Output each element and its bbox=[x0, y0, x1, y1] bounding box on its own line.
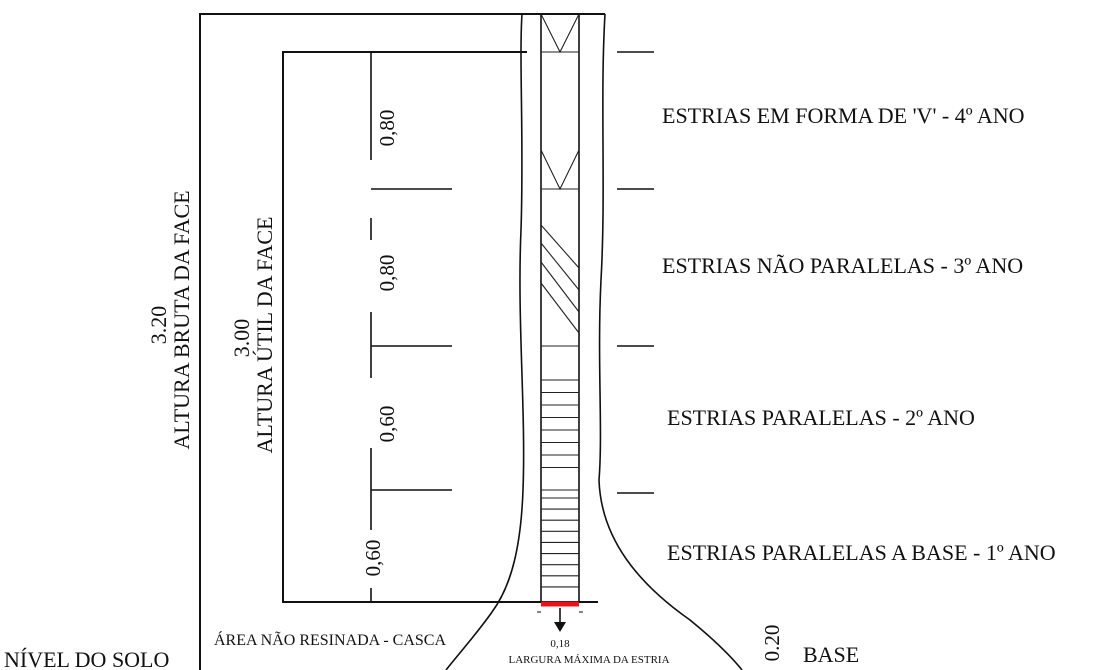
trunk-left-edge bbox=[445, 13, 525, 670]
v-grooves bbox=[540, 13, 580, 191]
ground-level-label: NÍVEL DO SOLO bbox=[4, 647, 169, 670]
stage-label-3: ESTRIAS NÃO PARALELAS - 3º ANO bbox=[662, 253, 1023, 278]
stage-label-2: ESTRIAS PARALELAS - 2º ANO bbox=[667, 405, 975, 430]
tree-trunk-outline bbox=[445, 13, 743, 670]
useful-height-frame bbox=[282, 51, 598, 603]
segment-value-3: 0,80 bbox=[375, 255, 399, 292]
useful-height-label: ALTURA ÚTIL DA FACE bbox=[252, 217, 277, 454]
width-value: 0,18 bbox=[550, 638, 570, 650]
non-parallel-grooves bbox=[540, 224, 580, 334]
width-arrowhead bbox=[554, 622, 566, 632]
useful-height-value: 3.00 bbox=[229, 319, 254, 358]
gross-height-label: ALTURA BRUTA DA FACE bbox=[169, 190, 194, 449]
width-marker bbox=[537, 601, 583, 632]
segment-value-2: 0,60 bbox=[375, 406, 399, 443]
base-label: BASE bbox=[803, 642, 859, 667]
width-label: LARGURA MÁXIMA DA ESTRIA bbox=[508, 654, 669, 666]
stage-separators bbox=[617, 51, 654, 494]
stage-label-4: ESTRIAS EM FORMA DE 'V' - 4º ANO bbox=[662, 103, 1025, 128]
stage-label-1: ESTRIAS PARALELAS A BASE - 1º ANO bbox=[667, 540, 1056, 565]
bark-area-label: ÁREA NÃO RESINADA - CASCA bbox=[214, 630, 446, 649]
gross-height-value: 3.20 bbox=[146, 306, 171, 345]
parallel-grooves bbox=[541, 379, 579, 588]
base-value: 0.20 bbox=[760, 625, 784, 662]
segment-value-1: 0,60 bbox=[361, 540, 385, 577]
gross-height-frame bbox=[199, 13, 605, 670]
segment-value-4: 0,80 bbox=[375, 110, 399, 147]
trunk-right-edge bbox=[598, 13, 743, 670]
segment-dimension-line bbox=[370, 52, 452, 602]
